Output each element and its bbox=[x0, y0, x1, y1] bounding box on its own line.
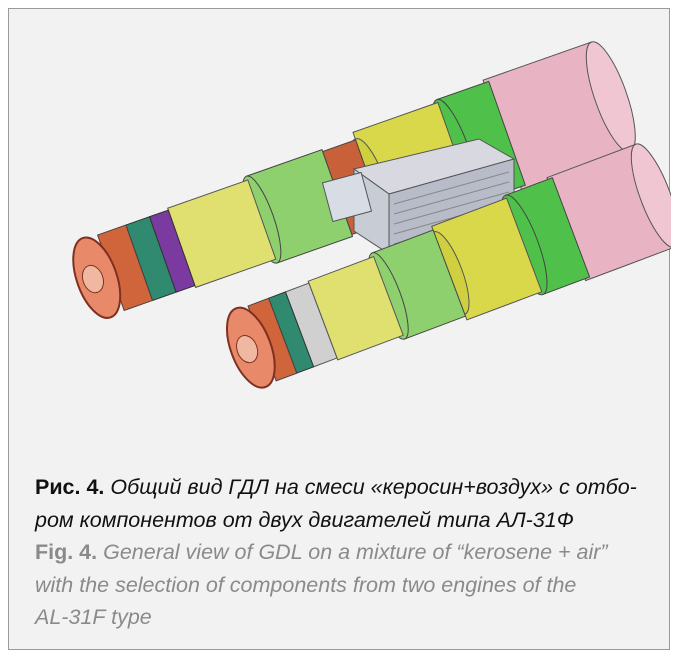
caption-ru-line-2: ром компонентов от двух двигателей типа … bbox=[35, 507, 574, 532]
caption-en-line-2: with the selection of components from tw… bbox=[35, 572, 577, 597]
caption-ru-label: Рис. 4. bbox=[35, 475, 105, 499]
caption-en-text-1: General view of GDL on a mixture of “ker… bbox=[97, 540, 608, 564]
caption-ru-line-1: Рис. 4. Общий вид ГДЛ на смеси «керосин+… bbox=[35, 471, 655, 504]
engine-front bbox=[225, 143, 671, 389]
caption-ru-text-1: Общий вид ГДЛ на смеси «керосин+воздух» … bbox=[104, 475, 637, 499]
figure-caption: Рис. 4. Общий вид ГДЛ на смеси «керосин+… bbox=[35, 471, 655, 634]
caption-en-line-3: AL-31F type bbox=[35, 605, 152, 629]
engine-assembly-illustration bbox=[72, 41, 671, 389]
caption-en-line-1: Fig. 4. General view of GDL on a mixture… bbox=[35, 536, 655, 569]
caption-en-label: Fig. 4. bbox=[35, 540, 98, 564]
intake-fan bbox=[225, 306, 276, 389]
figure-frame: Рис. 4. Общий вид ГДЛ на смеси «керосин+… bbox=[8, 8, 671, 650]
section-orange2 bbox=[247, 297, 298, 382]
